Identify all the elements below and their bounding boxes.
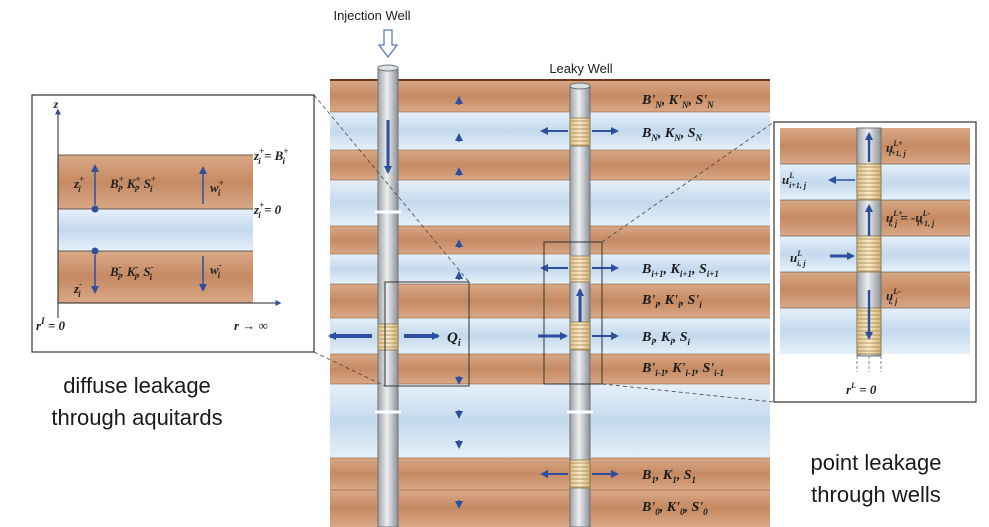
z-mid-label: z+i = 0	[253, 200, 282, 220]
layer-label-bi: Bi, Ki, Si	[641, 330, 691, 347]
r-L-origin-label: rL = 0	[846, 381, 877, 397]
upper-aquitard-params: B+i, K+i, S+i	[109, 174, 156, 194]
leaky-well-label: Leaky Well	[549, 61, 612, 76]
left-inset: z r → ∞ rI = 0 z+i = B+i z+i = 0 z+i z-i…	[31, 94, 315, 353]
aquifer-layer	[330, 384, 770, 458]
right-caption-line1: point leakage	[811, 450, 942, 475]
leaky-well	[567, 82, 593, 527]
leaky-well-screens	[569, 117, 591, 489]
z-minus-label: z-i	[73, 279, 82, 299]
layer-label-bi_prime: B'i, K'i, S'i	[641, 293, 702, 310]
w-plus-label: w+i	[210, 178, 224, 198]
zoom-box-left	[384, 281, 470, 387]
r-origin-label: rI = 0	[36, 316, 65, 333]
layer-parameter-labels: B'N, K'N, S'N BN, KN, SN Bi+1, Ki+1, Si+1B…	[641, 93, 724, 517]
aquitard-layer	[330, 150, 770, 180]
injection-well	[375, 64, 401, 527]
injection-rate-label: Qi	[447, 330, 461, 349]
layer-label-bi1: Bi+1, Ki+1, Si+1	[641, 262, 719, 279]
zoom-box-right	[543, 241, 603, 385]
z-axis-label: z	[53, 97, 59, 111]
w-minus-label: w-i	[210, 260, 222, 280]
layer-label-b0_prime: B'0, K'0, S'0	[641, 500, 708, 517]
u-equality-label: uL+i, j = -uL-i+1, j	[886, 209, 935, 228]
layer-label-bn: BN, KN, SN	[641, 126, 702, 143]
main-flow-arrows	[328, 96, 619, 509]
injection-well-label: Injection Well	[333, 8, 410, 23]
aquitard-layer	[330, 284, 770, 318]
z-top-label: z+i = B+i	[253, 146, 288, 166]
aquitard-layer	[330, 354, 770, 384]
layer-label-bn_prime: B'N, K'N, S'N	[641, 93, 714, 110]
injection-arrow-icon	[377, 29, 399, 59]
r-axis-label: r → ∞	[234, 318, 268, 333]
left-caption-line1: diffuse leakage	[63, 373, 211, 398]
aquitard-layer	[330, 490, 770, 527]
aquitard-layer	[330, 226, 770, 254]
left-caption-line2: through aquitards	[51, 405, 222, 430]
u-top-label: uL+i+1, j	[886, 139, 906, 158]
zoom-connector-lines	[313, 94, 775, 403]
right-caption-line2: through wells	[811, 482, 941, 507]
injection-well-screen	[377, 323, 399, 351]
lower-aquitard-params: B-i, K-i, S-i	[109, 262, 154, 282]
aquitard-layer	[330, 80, 770, 112]
layer-label-b1: B1, K1, S1	[641, 468, 696, 485]
z-plus-label: z+i	[73, 174, 84, 194]
layer-label-bim1_prime: B'i-1, K'i-1, S'i-1	[641, 361, 724, 378]
